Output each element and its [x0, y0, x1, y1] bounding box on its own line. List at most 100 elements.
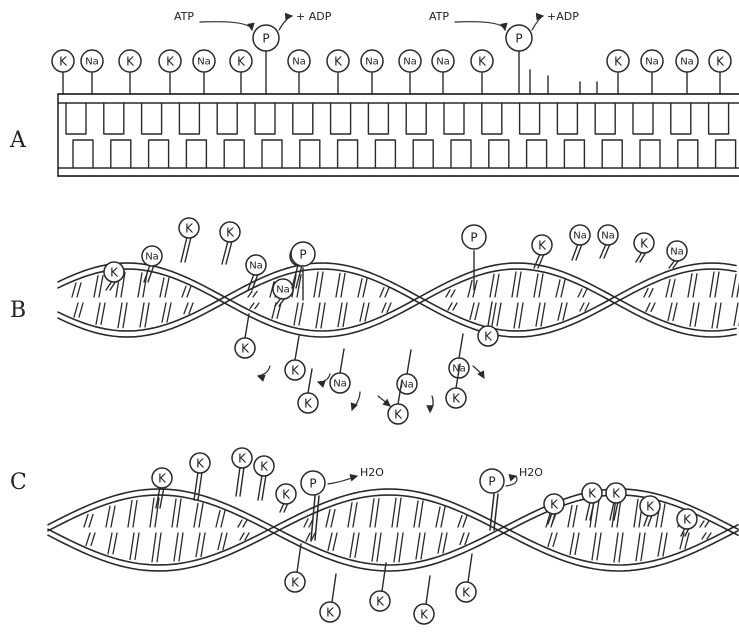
- potassium-ion-circle: K: [285, 360, 305, 380]
- base-pair-rung: [387, 303, 391, 312]
- base-pair-rung: [167, 303, 171, 322]
- base-pair-rung: [343, 303, 347, 327]
- potassium-ion-circle: K: [327, 50, 349, 72]
- base-pair-rung: [702, 533, 706, 539]
- atp-arrow: [455, 22, 505, 30]
- base-pair-rung: [94, 276, 98, 297]
- base-pair-rung: [700, 521, 704, 527]
- sodium-ion-circle: Na: [330, 373, 350, 393]
- potassium-ion-circle: K: [220, 222, 240, 242]
- sodium-ion-circle: Na: [641, 50, 663, 72]
- potassium-ion-circle: K: [532, 235, 552, 255]
- base-pair-rung: [326, 510, 330, 527]
- base-pair-rung: [517, 272, 521, 297]
- lower-rung: [564, 140, 584, 168]
- potassium-ion-circle: K: [544, 494, 564, 514]
- base-pair-rung: [316, 303, 320, 328]
- base-pair-rung: [688, 274, 692, 297]
- flow-arrow: [318, 374, 330, 382]
- phosphate-circle: P: [291, 242, 315, 266]
- base-pair-rung: [106, 506, 110, 527]
- ion-symbol: K: [304, 397, 313, 411]
- base-pair-rung: [248, 291, 252, 297]
- base-pair-rung: [128, 501, 132, 527]
- base-pair-rung: [712, 303, 716, 328]
- base-pair-rung: [438, 533, 442, 553]
- phosphate-circle: P: [462, 225, 486, 249]
- potassium-ion-circle: K: [232, 448, 252, 468]
- ion-symbol: K: [158, 472, 167, 486]
- sodium-ion-circle: Na: [570, 225, 590, 245]
- flow-arrow: [258, 366, 270, 376]
- base-pair-rung: [463, 515, 467, 527]
- ion-symbol: K: [334, 55, 343, 69]
- base-pair-rung: [358, 279, 362, 297]
- base-pair-rung: [556, 280, 560, 297]
- ion-symbol: K: [166, 55, 175, 69]
- phosphate-stalk: [490, 494, 494, 530]
- base-pair-rung: [187, 286, 191, 297]
- base-pair-rung: [372, 533, 376, 561]
- sodium-ion-circle: Na: [81, 50, 103, 72]
- base-pair-rung: [695, 303, 699, 326]
- base-pair-rung: [145, 303, 149, 327]
- adp-label: + ADP: [296, 10, 332, 23]
- upper-rung: [255, 103, 275, 134]
- lower-rung: [149, 140, 169, 168]
- base-pair-rung: [74, 303, 78, 317]
- base-pair-rung: [123, 303, 127, 328]
- base-pair-rung: [663, 533, 667, 556]
- base-pair-rung: [218, 533, 222, 549]
- ion-symbol: K: [376, 595, 385, 609]
- upper-rung: [368, 103, 388, 134]
- phosphate-circle: P: [480, 469, 504, 493]
- base-pair-rung: [732, 275, 736, 297]
- base-pair-rung: [448, 303, 452, 310]
- atp-label: ATP: [174, 10, 194, 23]
- base-pair-rung: [394, 533, 398, 562]
- base-pair-rung: [585, 303, 589, 311]
- ion-symbol: K: [420, 608, 429, 622]
- base-pair-rung: [441, 507, 445, 527]
- potassium-ion-circle: K: [582, 483, 602, 503]
- base-pair-rung: [539, 274, 543, 297]
- ion-stalk: [586, 502, 590, 520]
- potassium-ion-circle: K: [478, 326, 498, 346]
- base-pair-rung: [84, 514, 88, 527]
- base-pair-rung: [243, 520, 247, 527]
- potassium-ion-circle: K: [677, 509, 697, 529]
- base-pair-rung: [223, 533, 227, 549]
- ion-stalk: [468, 554, 472, 582]
- base-pair-rung: [138, 273, 142, 297]
- base-pair-rung: [492, 303, 496, 326]
- ion-symbol: K: [452, 392, 461, 406]
- base-pair-rung: [152, 533, 156, 562]
- base-pair-rung: [382, 303, 386, 312]
- potassium-ion-circle: K: [607, 50, 629, 72]
- upper-rung: [66, 103, 86, 134]
- ion-symbol: K: [484, 330, 493, 344]
- base-pair-rung: [255, 303, 259, 309]
- base-pair-rung: [350, 533, 354, 557]
- base-pair-rung: [548, 533, 552, 546]
- base-pair-rung: [363, 279, 367, 297]
- base-pair-rung: [497, 303, 501, 326]
- base-pair-rung: [162, 303, 166, 322]
- ion-symbol: Na: [573, 231, 587, 242]
- base-pair-rung: [578, 289, 582, 297]
- potassium-ion-circle: K: [634, 233, 654, 253]
- lower-rung: [262, 140, 282, 168]
- ion-stalk: [382, 563, 386, 591]
- base-pair-rung: [216, 511, 220, 527]
- base-pair-rung: [666, 280, 670, 297]
- ion-symbol: K: [185, 222, 194, 236]
- ion-stalk: [459, 334, 463, 358]
- sodium-ion-circle: Na: [361, 50, 383, 72]
- base-pair-rung: [377, 533, 381, 561]
- ion-symbol: Na: [145, 252, 159, 263]
- lower-rung: [186, 140, 206, 168]
- base-pair-rung: [135, 533, 139, 559]
- ion-stalk: [258, 475, 262, 500]
- phosphate-circle: P: [301, 471, 325, 495]
